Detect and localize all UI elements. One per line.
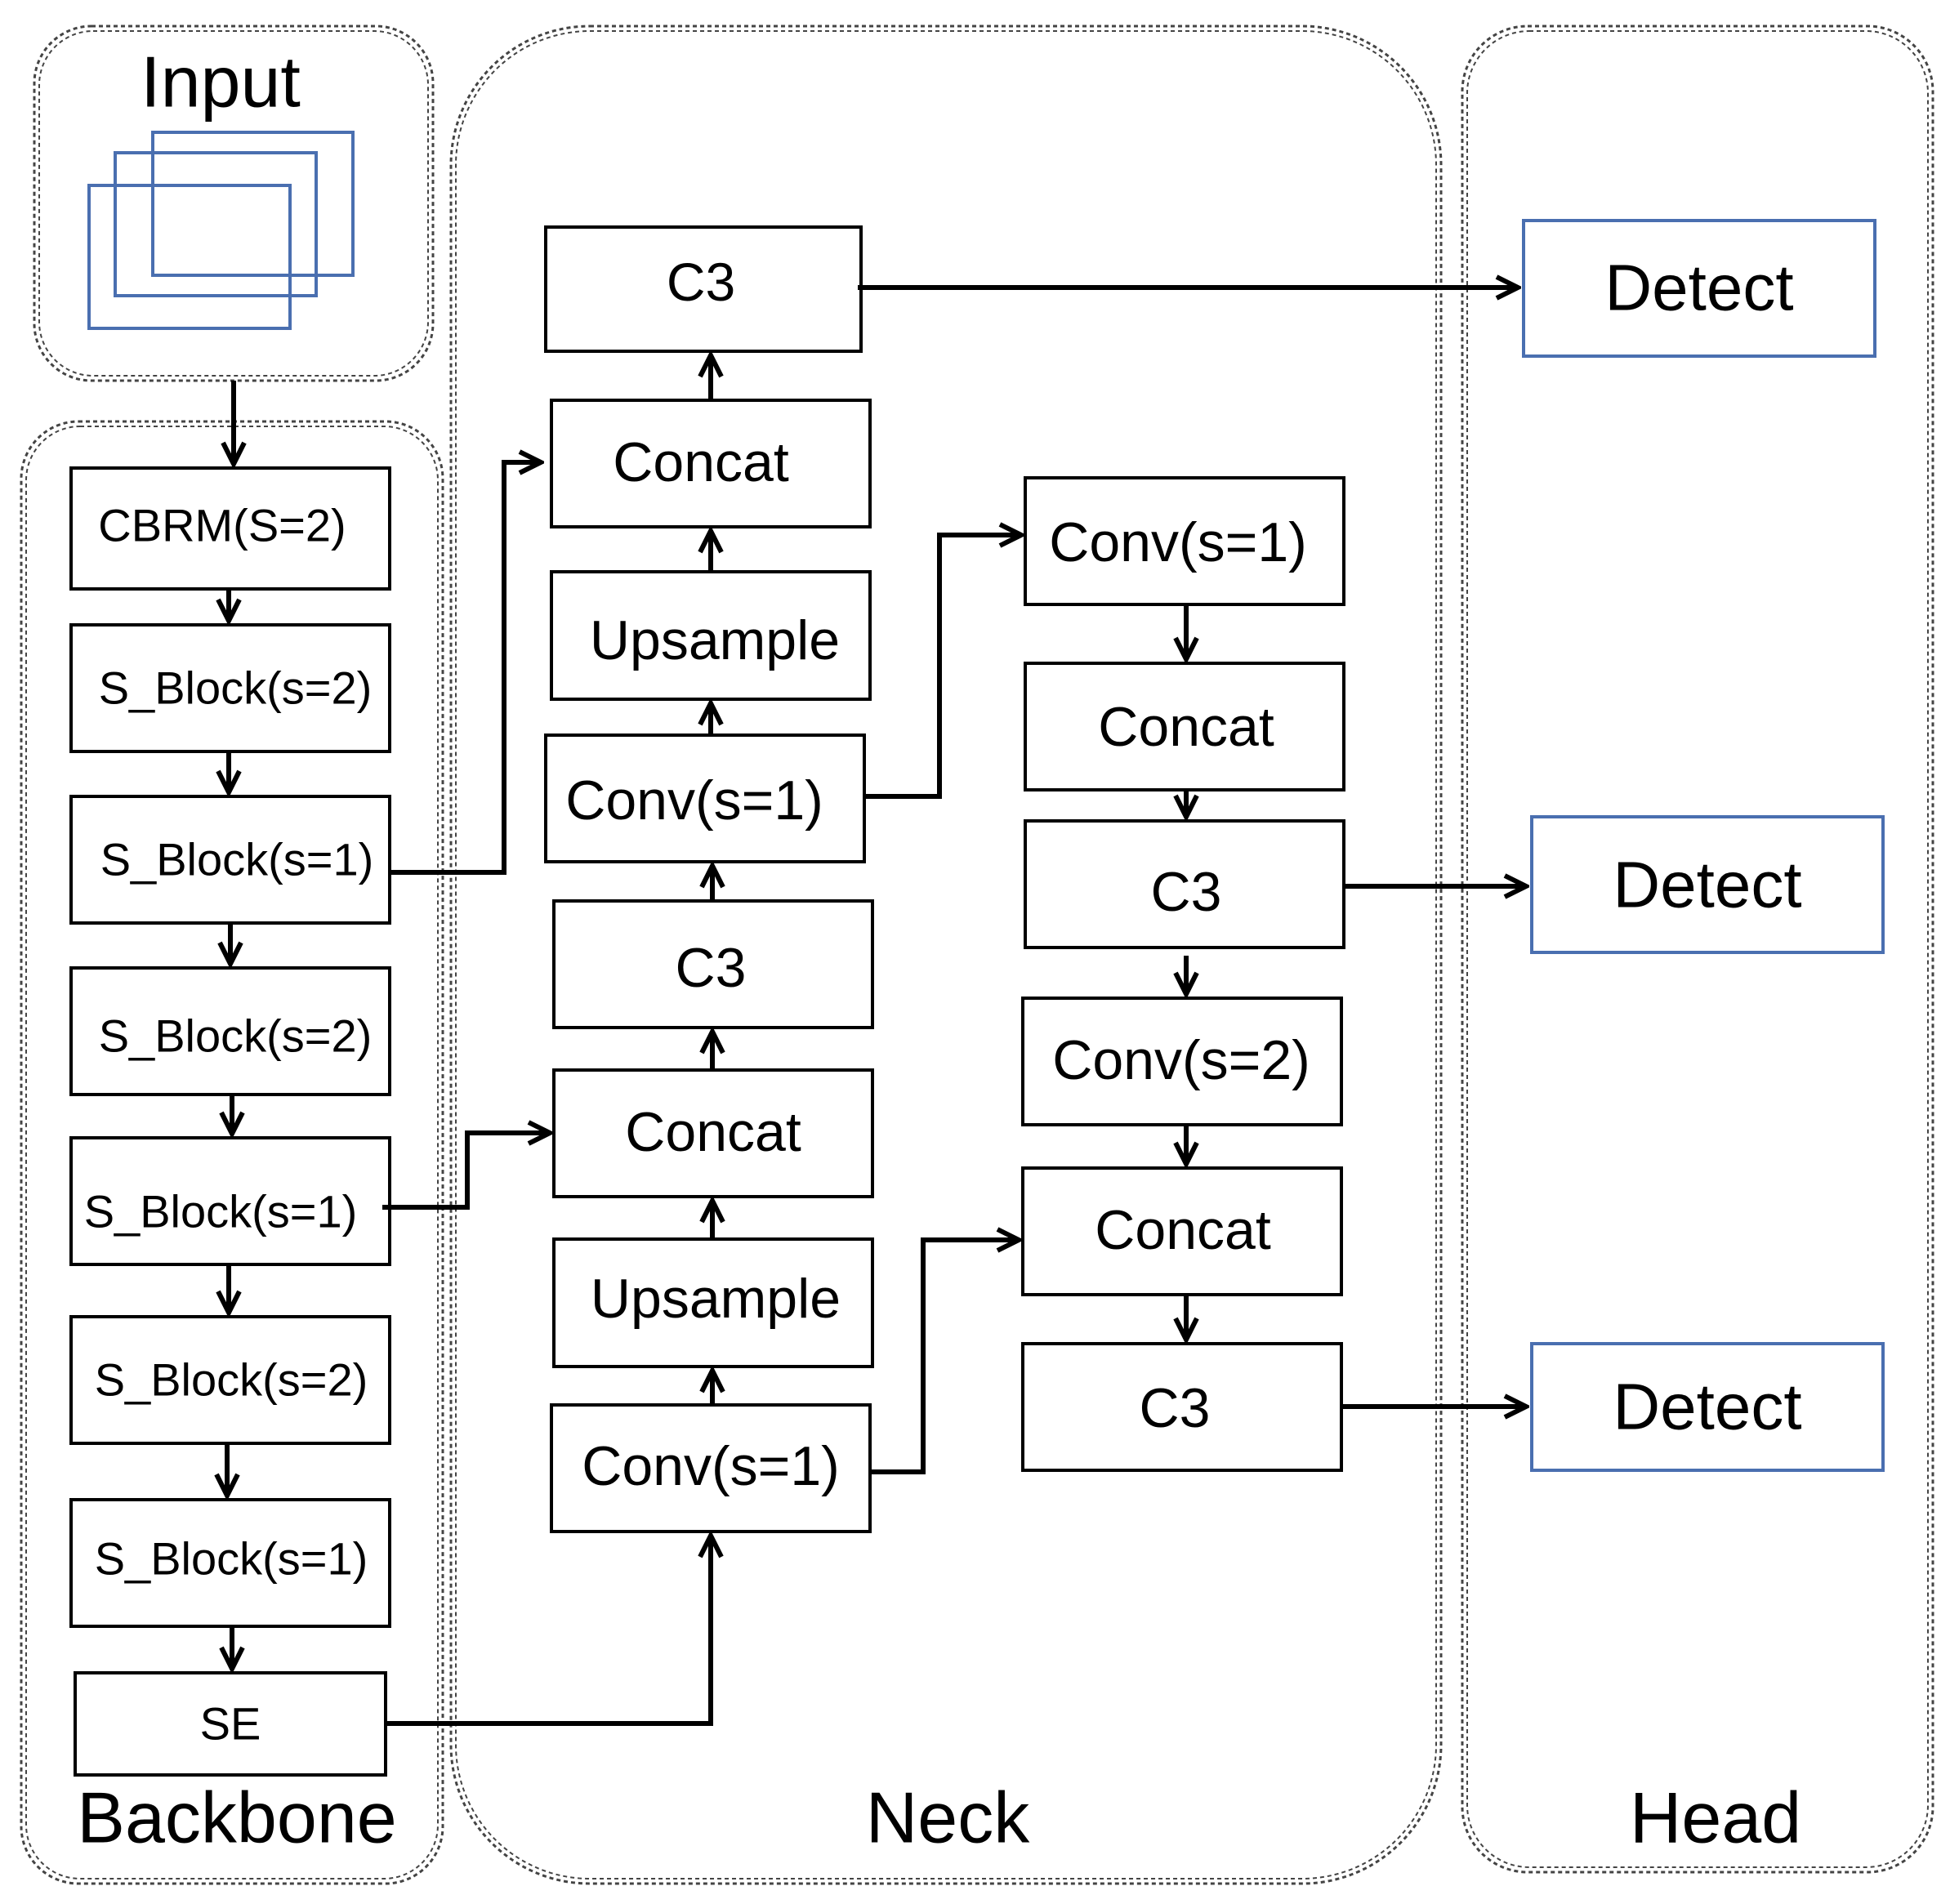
s-block-1-label: S_Block(s=2) xyxy=(99,662,373,714)
neck-conv-top-label: Conv(s=1) xyxy=(565,769,823,832)
detect-label-2: Detect xyxy=(1613,849,1801,921)
neck-upsample-top-block: Upsample xyxy=(550,570,872,701)
detect-block-1: Detect xyxy=(1522,219,1876,358)
detect-block-2: Detect xyxy=(1530,815,1885,954)
neck-upsample-bottom-label: Upsample xyxy=(591,1268,841,1330)
neck-c3-top-block: C3 xyxy=(544,225,863,353)
s-block-6: S_Block(s=1) xyxy=(69,1498,391,1628)
neck-concat-top-label: Concat xyxy=(613,431,789,493)
neck-conv-s2-block: Conv(s=2) xyxy=(1021,997,1343,1126)
s-block-2: S_Block(s=1) xyxy=(69,795,391,925)
s-block-5: S_Block(s=2) xyxy=(69,1315,391,1445)
neck-title: Neck xyxy=(866,1777,1030,1858)
s-block-1: S_Block(s=2) xyxy=(69,623,391,753)
s-block-4: S_Block(s=1) xyxy=(69,1136,391,1266)
cbrm-label: CBRM(S=2) xyxy=(98,500,346,551)
se-block: SE xyxy=(74,1671,387,1777)
s-block-5-label: S_Block(s=2) xyxy=(95,1354,368,1406)
connectors xyxy=(227,288,1526,1726)
s-block-3-label: S_Block(s=2) xyxy=(99,1010,373,1062)
neck-concat-right-bottom-label: Concat xyxy=(1095,1199,1271,1261)
head-blocks: Detect Detect Detect xyxy=(1522,219,1885,1472)
neck-concat-right-bottom-block: Concat xyxy=(1021,1166,1343,1296)
neck-c3-right-mid-label: C3 xyxy=(1151,861,1222,923)
head-group: Head xyxy=(1461,25,1934,1874)
arrow-conv-top-to-right-conv xyxy=(864,535,1021,799)
neck-upsample-bottom-block: Upsample xyxy=(552,1237,874,1368)
arrow-conv-bottom-to-right-concat xyxy=(870,1240,1019,1474)
backbone-group: Backbone xyxy=(20,420,444,1885)
neck-concat-right-top-block: Concat xyxy=(1024,662,1345,791)
s-block-3: S_Block(s=2) xyxy=(69,966,391,1096)
neck-upsample-top-label: Upsample xyxy=(590,609,840,671)
neck-conv-bottom-label: Conv(s=1) xyxy=(582,1435,840,1497)
neck-c3-right-bottom-label: C3 xyxy=(1140,1377,1211,1439)
input-image-stack-icon xyxy=(87,131,355,330)
neck-c3-top-label: C3 xyxy=(667,252,735,312)
neck-right-column: Conv(s=1) Concat C3 Conv(s=2) Concat C3 xyxy=(1021,476,1345,1472)
s-block-2-label: S_Block(s=1) xyxy=(100,834,374,885)
arrow-sblock4-to-concat-mid xyxy=(382,1133,550,1210)
s-block-6-label: S_Block(s=1) xyxy=(95,1533,368,1585)
neck-concat-mid-block: Concat xyxy=(552,1068,874,1198)
neck-left-column: C3 Concat Upsample Conv(s=1) C3 Concat U… xyxy=(544,225,874,1533)
arrow-sblock2-to-concat-top xyxy=(390,462,541,875)
backbone-blocks: CBRM(S=2) S_Block(s=2) S_Block(s=1) S_Bl… xyxy=(69,466,391,1777)
neck-group: Neck xyxy=(449,25,1443,1885)
neck-conv-s1-right-label: Conv(s=1) xyxy=(1049,511,1307,573)
neck-concat-mid-label: Concat xyxy=(625,1101,801,1163)
neck-conv-s1-right-block: Conv(s=1) xyxy=(1024,476,1345,606)
neck-c3-mid-label: C3 xyxy=(676,937,747,999)
neck-c3-mid-block: C3 xyxy=(552,899,874,1029)
s-block-4-label: S_Block(s=1) xyxy=(84,1186,358,1237)
detect-block-3: Detect xyxy=(1530,1342,1885,1472)
detect-label-3: Detect xyxy=(1613,1371,1801,1443)
head-title: Head xyxy=(1630,1777,1801,1858)
cbrm-block: CBRM(S=2) xyxy=(69,466,391,591)
neck-conv-bottom-block: Conv(s=1) xyxy=(550,1403,872,1533)
detect-label-1: Detect xyxy=(1604,252,1793,324)
neck-concat-top-block: Concat xyxy=(550,399,872,528)
arrow-se-to-conv-bottom xyxy=(386,1536,711,1726)
neck-concat-right-top-label: Concat xyxy=(1098,696,1274,758)
neck-conv-top-block: Conv(s=1) xyxy=(544,734,866,863)
neck-conv-s2-label: Conv(s=2) xyxy=(1052,1029,1310,1091)
input-title: Input xyxy=(141,42,301,123)
input-group: Input xyxy=(33,25,435,382)
backbone-title: Backbone xyxy=(77,1777,396,1858)
neck-c3-right-bottom-block: C3 xyxy=(1021,1342,1343,1472)
neck-c3-right-mid-block: C3 xyxy=(1024,819,1345,949)
se-label: SE xyxy=(200,1698,261,1750)
